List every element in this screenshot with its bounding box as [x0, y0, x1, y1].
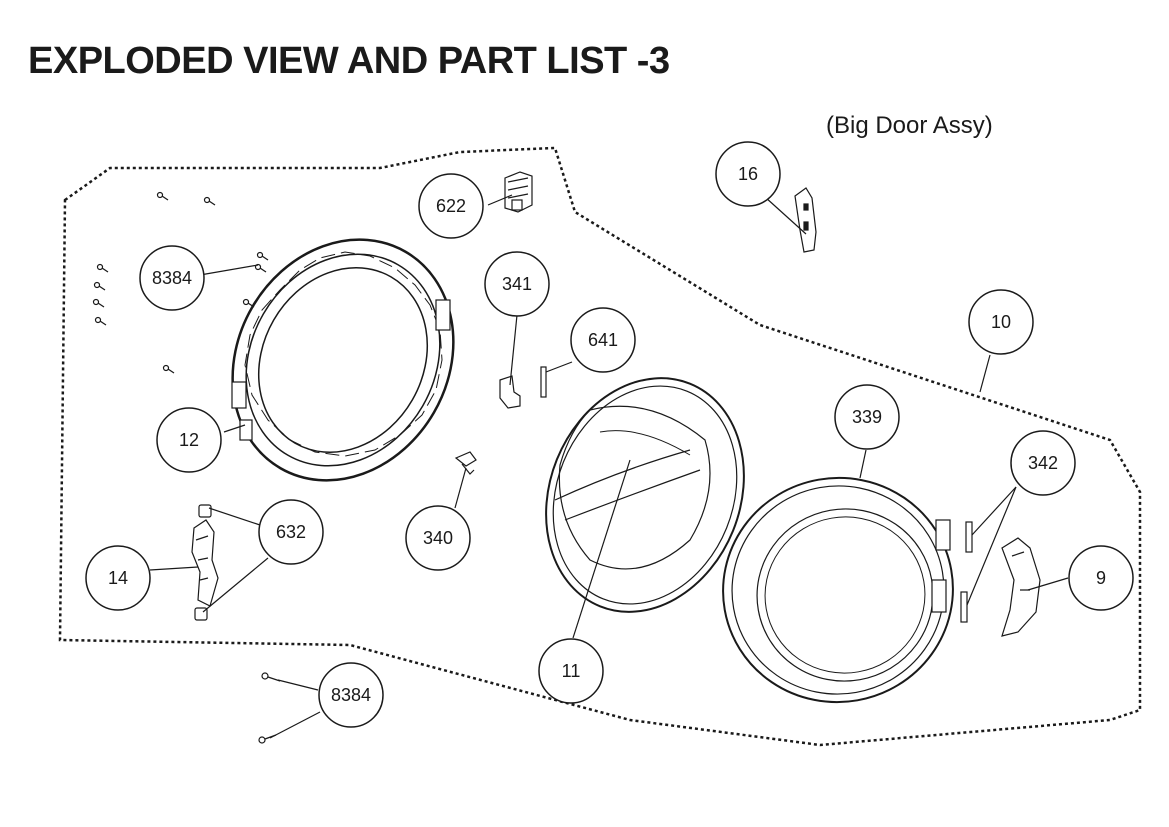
screw-icon: [96, 263, 109, 273]
callout-11: 11: [538, 638, 604, 704]
callout-8384-top: 8384: [139, 245, 205, 311]
callout-641: 641: [570, 307, 636, 373]
callout-label: 14: [108, 568, 128, 588]
callout-10: 10: [968, 289, 1034, 355]
door-hook-part: [504, 171, 533, 213]
pin-part: [540, 366, 547, 398]
callout-341: 341: [484, 251, 550, 317]
screw-icon: [92, 298, 105, 308]
screw-icon: [93, 281, 106, 291]
callout-label: 641: [588, 330, 618, 350]
hinge-lever-part: [499, 375, 521, 409]
spring-clip-part: [454, 451, 477, 475]
callout-16: 16: [715, 141, 781, 207]
outer-door-frame-part: [722, 476, 954, 704]
inner-door-frame-part: [231, 238, 455, 482]
screw-icon: [203, 196, 216, 206]
screw-icon: [261, 672, 281, 682]
callout-339: 339: [834, 384, 900, 450]
callout-14: 14: [85, 545, 151, 611]
screw-icon: [256, 251, 269, 261]
callout-label: 340: [423, 528, 453, 548]
assembly-boundary: [58, 146, 1142, 747]
door-handle-part: [1001, 537, 1041, 637]
screw-icon: [156, 191, 169, 201]
callout-632: 632: [258, 499, 324, 565]
callout-label: 341: [502, 274, 532, 294]
hinge-part: [191, 519, 219, 607]
screw-icon: [242, 298, 255, 308]
callout-label: 16: [738, 164, 758, 184]
screw-icon: [94, 316, 107, 326]
callout-label: 9: [1096, 568, 1106, 588]
screw-group-top: [92, 191, 269, 374]
callout-342: 342: [1010, 430, 1076, 496]
screw-group-bottom: [258, 672, 281, 744]
callout-622: 622: [418, 173, 484, 239]
callout-12: 12: [156, 407, 222, 473]
callout-label: 10: [991, 312, 1011, 332]
callout-label: 11: [562, 661, 581, 681]
leader-lines: [149, 194, 1069, 739]
callout-label: 8384: [152, 268, 192, 288]
callout-label: 632: [276, 522, 306, 542]
callout-label: 12: [179, 430, 199, 450]
callout-label: 8384: [331, 685, 371, 705]
callout-label: 339: [852, 407, 882, 427]
callout-8384-bottom: 8384: [318, 662, 384, 728]
assembly-subtitle: (Big Door Assy): [826, 112, 993, 139]
callout-340: 340: [405, 505, 471, 571]
door-pins-part: [960, 521, 973, 623]
handle-bracket-part: [794, 187, 817, 253]
callout-label: 342: [1028, 453, 1058, 473]
inner-glass-part: [545, 377, 745, 613]
callout-label: 622: [436, 196, 466, 216]
callout-9: 9: [1068, 545, 1134, 611]
screw-icon: [162, 364, 175, 374]
page-title: EXPLODED VIEW AND PART LIST -3: [28, 40, 670, 82]
